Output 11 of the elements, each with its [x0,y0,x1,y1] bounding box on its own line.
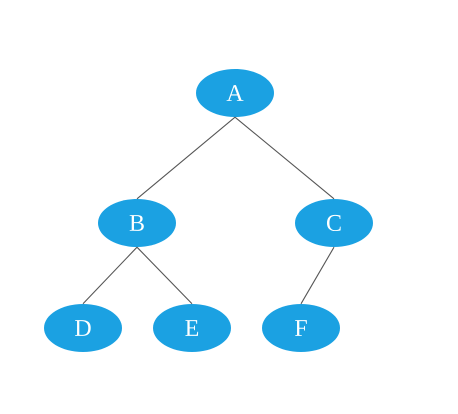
ellipse-node: F [262,304,340,352]
ellipse-node: E [153,304,231,352]
connector-line [136,246,192,304]
connector-line [234,116,334,200]
connector-line [82,246,138,304]
connector-line [300,246,334,304]
ellipse-node: C [295,199,373,247]
connector-line [136,116,236,200]
ellipse-node: A [196,69,274,117]
ellipse-node: D [44,304,122,352]
ellipse-node: B [98,199,176,247]
